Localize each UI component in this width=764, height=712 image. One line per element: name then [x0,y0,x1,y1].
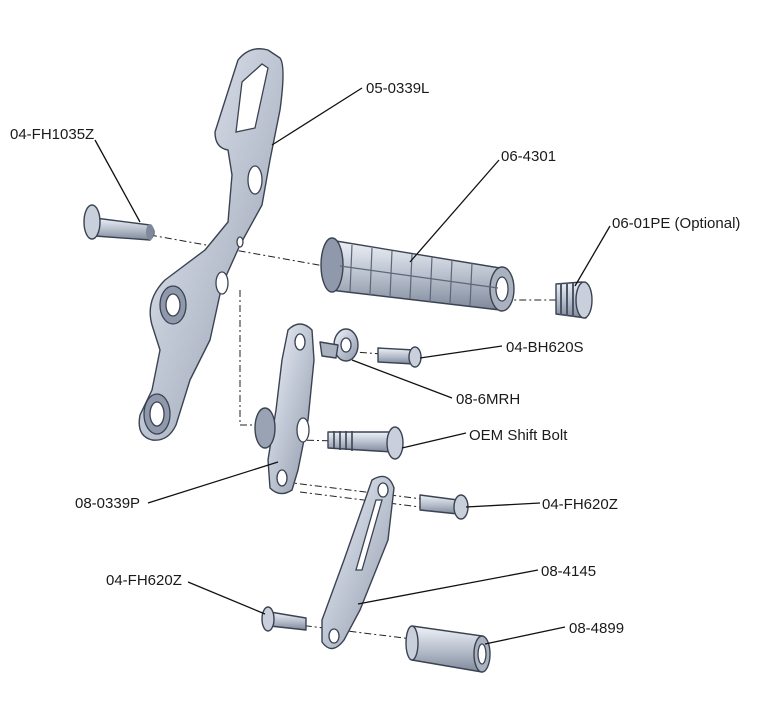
label-shift-lever: 08-0339P [75,495,140,512]
peg-sleeve-part [405,625,491,673]
lever-bolt-part [419,494,469,520]
label-lever-bolt: 04-FH620Z [542,496,618,513]
arm-bolt-part [261,606,307,632]
label-peg-sleeve: 08-4899 [569,620,624,637]
label-shift-bolt: OEM Shift Bolt [469,427,568,444]
button-bolt-part [377,346,422,368]
shift-lever-part [254,323,315,495]
leader-lines [94,87,611,645]
rod-end-part [319,328,359,362]
part-labels: 05-0339L 04-FH1035Z 06-4301 06-01PE (Opt… [10,80,740,637]
label-bracket: 05-0339L [366,80,429,97]
label-button-bolt: 04-BH620S [506,339,584,356]
label-end-cap: 06-01PE (Optional) [612,215,740,232]
label-rod-end: 08-6MRH [456,391,520,408]
arm-part [321,475,395,650]
foot-peg-part [320,237,515,312]
label-pivot-bolt: 04-FH1035Z [10,126,94,143]
end-cap-part [555,281,593,319]
bracket-part [138,48,284,441]
label-arm-bolt: 04-FH620Z [106,572,182,589]
label-arm: 08-4145 [541,563,596,580]
label-peg: 06-4301 [501,148,556,165]
pivot-bolt-part [83,204,155,241]
shift-bolt-part [327,426,404,460]
